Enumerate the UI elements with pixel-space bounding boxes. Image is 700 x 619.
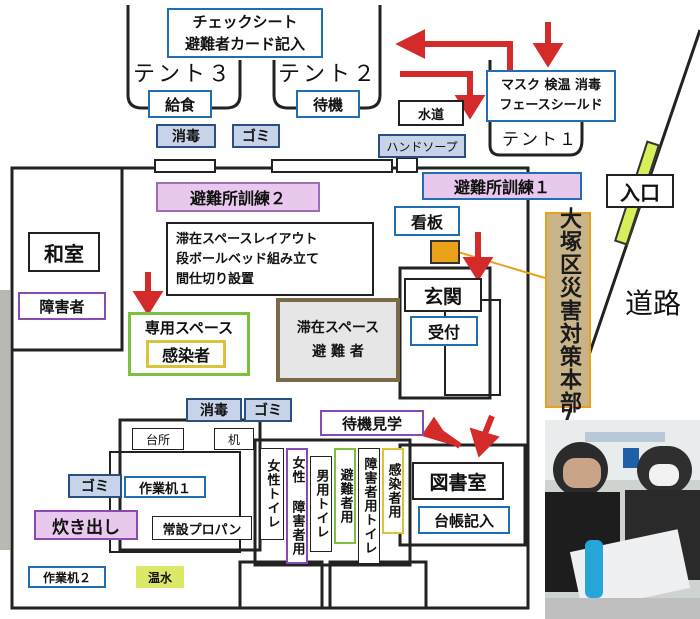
taizai-line-1: 滞在スペース xyxy=(296,320,380,336)
checksheet-line-1: チェックシート xyxy=(192,13,298,31)
checksheet-line-2: 避難者カード記入 xyxy=(184,35,305,53)
kansensha-label: 感染者 xyxy=(146,340,226,368)
tent-2-label: テント２ xyxy=(277,62,378,87)
kyushoku-label: 給食 xyxy=(148,90,212,118)
iriguchi-label: 入口 xyxy=(606,174,674,208)
shodoku-low-label: 消毒 xyxy=(186,398,242,422)
layout-line-3: 間仕切り設置 xyxy=(176,272,255,287)
gomi-left-label: ゴミ xyxy=(68,474,122,498)
uketsuke-label: 受付 xyxy=(410,316,478,346)
daidokoro-label: 台所 xyxy=(132,428,184,450)
tent-1-label: テント１ xyxy=(502,129,578,150)
taizai-line-2: 避 難 者 xyxy=(312,344,364,360)
layout-line-2: 段ボールベッド組み立て xyxy=(176,252,320,267)
kansen-yo-label: 感染者用 xyxy=(382,448,404,534)
tent-3-label: テント３ xyxy=(132,62,233,87)
daicho-label: 台帳記入 xyxy=(418,506,510,534)
sagyo-2-label: 作業机２ xyxy=(28,566,106,588)
propane-label: 常設プロパン xyxy=(152,516,252,540)
shogaisha-label: 障害者 xyxy=(18,292,106,320)
layout-note-box: 滞在スペースレイアウト 段ボールベッド組み立て 間仕切り設置 xyxy=(166,222,374,296)
checksheet-box: チェックシート 避難者カード記入 xyxy=(167,8,323,58)
left-photo-edge xyxy=(0,290,10,550)
senyo-label: 専用スペース xyxy=(144,318,234,337)
sagyo-1-label: 作業机１ xyxy=(124,476,206,498)
hand-soap-label: ハンドソープ xyxy=(378,134,466,158)
volunteers-photo xyxy=(545,420,700,619)
kunren-2-label: 避難所訓練２ xyxy=(156,182,320,212)
tsukue-label: 机 xyxy=(214,428,254,450)
mask-check-box: マスク 検温 消毒 フェースシールド xyxy=(486,70,616,122)
signboard-marker xyxy=(430,240,460,264)
josei-toilet-label: 女性トイレ xyxy=(260,448,284,540)
toshoshitsu-label: 図書室 xyxy=(412,462,504,500)
takidashi-label: 炊き出し xyxy=(34,510,138,540)
mask-line-1: マスク 検温 消毒 xyxy=(500,78,602,93)
genkan-label: 玄関 xyxy=(404,278,482,312)
gomi-top-label: ゴミ xyxy=(232,124,280,148)
layout-line-1: 滞在スペースレイアウト xyxy=(176,232,318,247)
dansei-toilet-label: 男用トイレ xyxy=(310,456,332,552)
kanban-label: 看板 xyxy=(394,206,460,236)
gomi-low-label: ゴミ xyxy=(244,398,292,422)
kunren-1-label: 避難所訓練１ xyxy=(422,172,582,200)
josei-shogai-label: 女性 障害者用 xyxy=(286,448,308,564)
taizai-space-box: 滞在スペース 避 難 者 xyxy=(276,298,400,382)
shogai-toilet-label: 障害者用トイレ xyxy=(358,448,380,564)
suido-label: 水道 xyxy=(398,100,464,126)
onsui-label: 温水 xyxy=(136,566,184,588)
taiki-kengaku-label: 待機見学 xyxy=(320,410,424,436)
hinan-yo-label: 避難者用 xyxy=(334,448,356,544)
douro-label: 道路 xyxy=(624,287,681,320)
washitsu-label: 和室 xyxy=(28,232,100,272)
mask-line-2: フェースシールド xyxy=(499,98,603,113)
taiki-label: 待機 xyxy=(296,90,360,118)
taisaku-honbu-sign: 大塚区災害対策本部 xyxy=(545,207,591,414)
shodoku-top-label: 消毒 xyxy=(156,124,216,148)
